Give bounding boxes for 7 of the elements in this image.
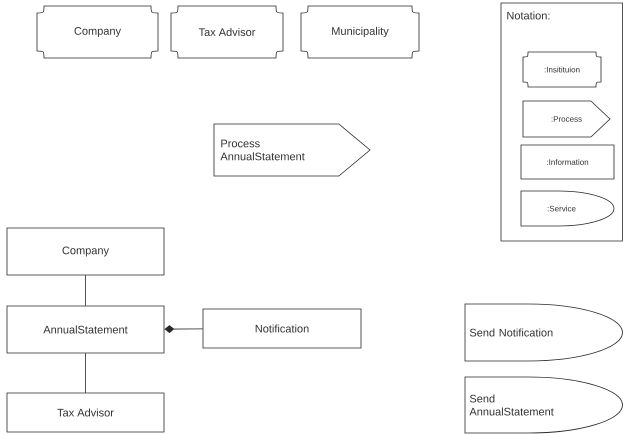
information-box: AnnualStatement	[6, 306, 164, 354]
information-box: :Information	[520, 144, 614, 180]
connector-line	[85, 275, 86, 306]
information-box: Tax Advisor	[6, 392, 164, 432]
connector-line	[85, 353, 86, 393]
information-box: Notification	[202, 308, 362, 348]
information-box: Company	[6, 228, 164, 276]
